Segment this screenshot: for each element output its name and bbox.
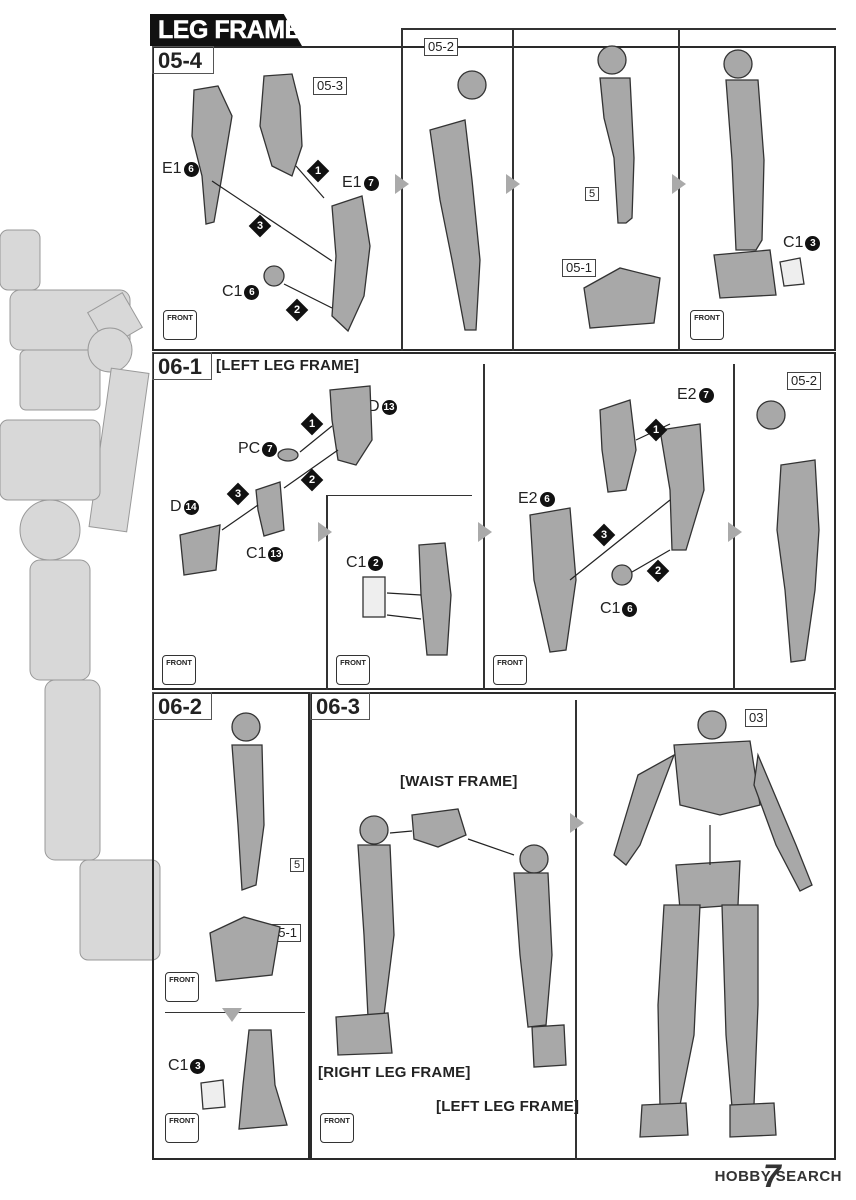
section-left-leg-frame: [LEFT LEG FRAME] [436,1098,580,1115]
parts-illustration-05-2-step [429,70,487,331]
divider [326,495,328,690]
step-box [152,46,214,74]
parts-illustration-06-1-e2 [529,399,705,653]
step-06-2: 06-2 [158,694,203,719]
step-box [310,692,370,720]
parts-illustration-06-1-left [179,385,373,576]
step-box [152,352,212,380]
page-title: LEG FRAME [158,16,302,45]
seal-ref: 5 [585,187,600,201]
parts-illustration-06-3-legs [335,808,567,1068]
next-arrow [672,174,686,194]
ref-05-2: 05-2 [424,38,459,56]
divider [402,28,836,30]
panel-06-1-row [152,352,836,690]
title-banner [150,14,302,46]
ref-03: 03 [745,709,768,727]
next-arrow [318,522,332,542]
next-arrow [222,1008,242,1022]
seal-ref: 5 [290,858,305,872]
front-indicator: FRONT [165,972,199,1002]
parts-illustration-06-3-full-frame [613,710,813,1138]
front-indicator: FRONT [162,655,196,685]
next-arrow [478,522,492,542]
step-06-3: 06-3 [316,694,361,719]
next-arrow [570,813,584,833]
panel-05-4-row [152,46,836,351]
divider [326,495,472,496]
ref-05-2: 05-2 [787,372,822,390]
section-right-leg-frame: [RIGHT LEG FRAME] [318,1064,471,1081]
step-box [152,692,212,720]
parts-illustration-06-2 [209,712,281,982]
panel-06-3 [310,692,836,1160]
watermark-brand: HOBBY SEARCH [714,1168,842,1185]
next-arrow [395,174,409,194]
parts-illustration-06-2-c1-3 [200,1029,288,1130]
section-left-leg-frame: [LEFT LEG FRAME] [216,357,360,374]
front-indicator: FRONT [165,1113,199,1143]
step-05-4: 05-4 [158,48,203,73]
step-06-1: 06-1 [158,354,203,379]
panel-06-2 [152,692,310,1160]
front-indicator: FRONT [336,655,370,685]
next-arrow [728,522,742,542]
divider [575,700,577,1160]
parts-illustration-05-1-step [583,45,661,329]
page-number: 7 [763,1158,781,1194]
front-indicator: FRONT [163,310,197,340]
parts-illustration-06-1-assembled [756,400,820,663]
ref-05-1: 05-1 [562,259,597,277]
parts-illustration-05-4 [191,73,371,333]
front-indicator: FRONT [690,310,724,340]
background-robot-illustration [0,229,161,961]
front-indicator: FRONT [320,1113,354,1143]
next-arrow [506,174,520,194]
parts-illustration-assembled-leg [713,49,805,299]
section-waist-frame: [WAIST FRAME] [400,773,518,790]
front-indicator: FRONT [493,655,527,685]
ref-05-3: 05-3 [313,77,348,95]
parts-illustration-06-1-c1-2 [362,542,452,656]
